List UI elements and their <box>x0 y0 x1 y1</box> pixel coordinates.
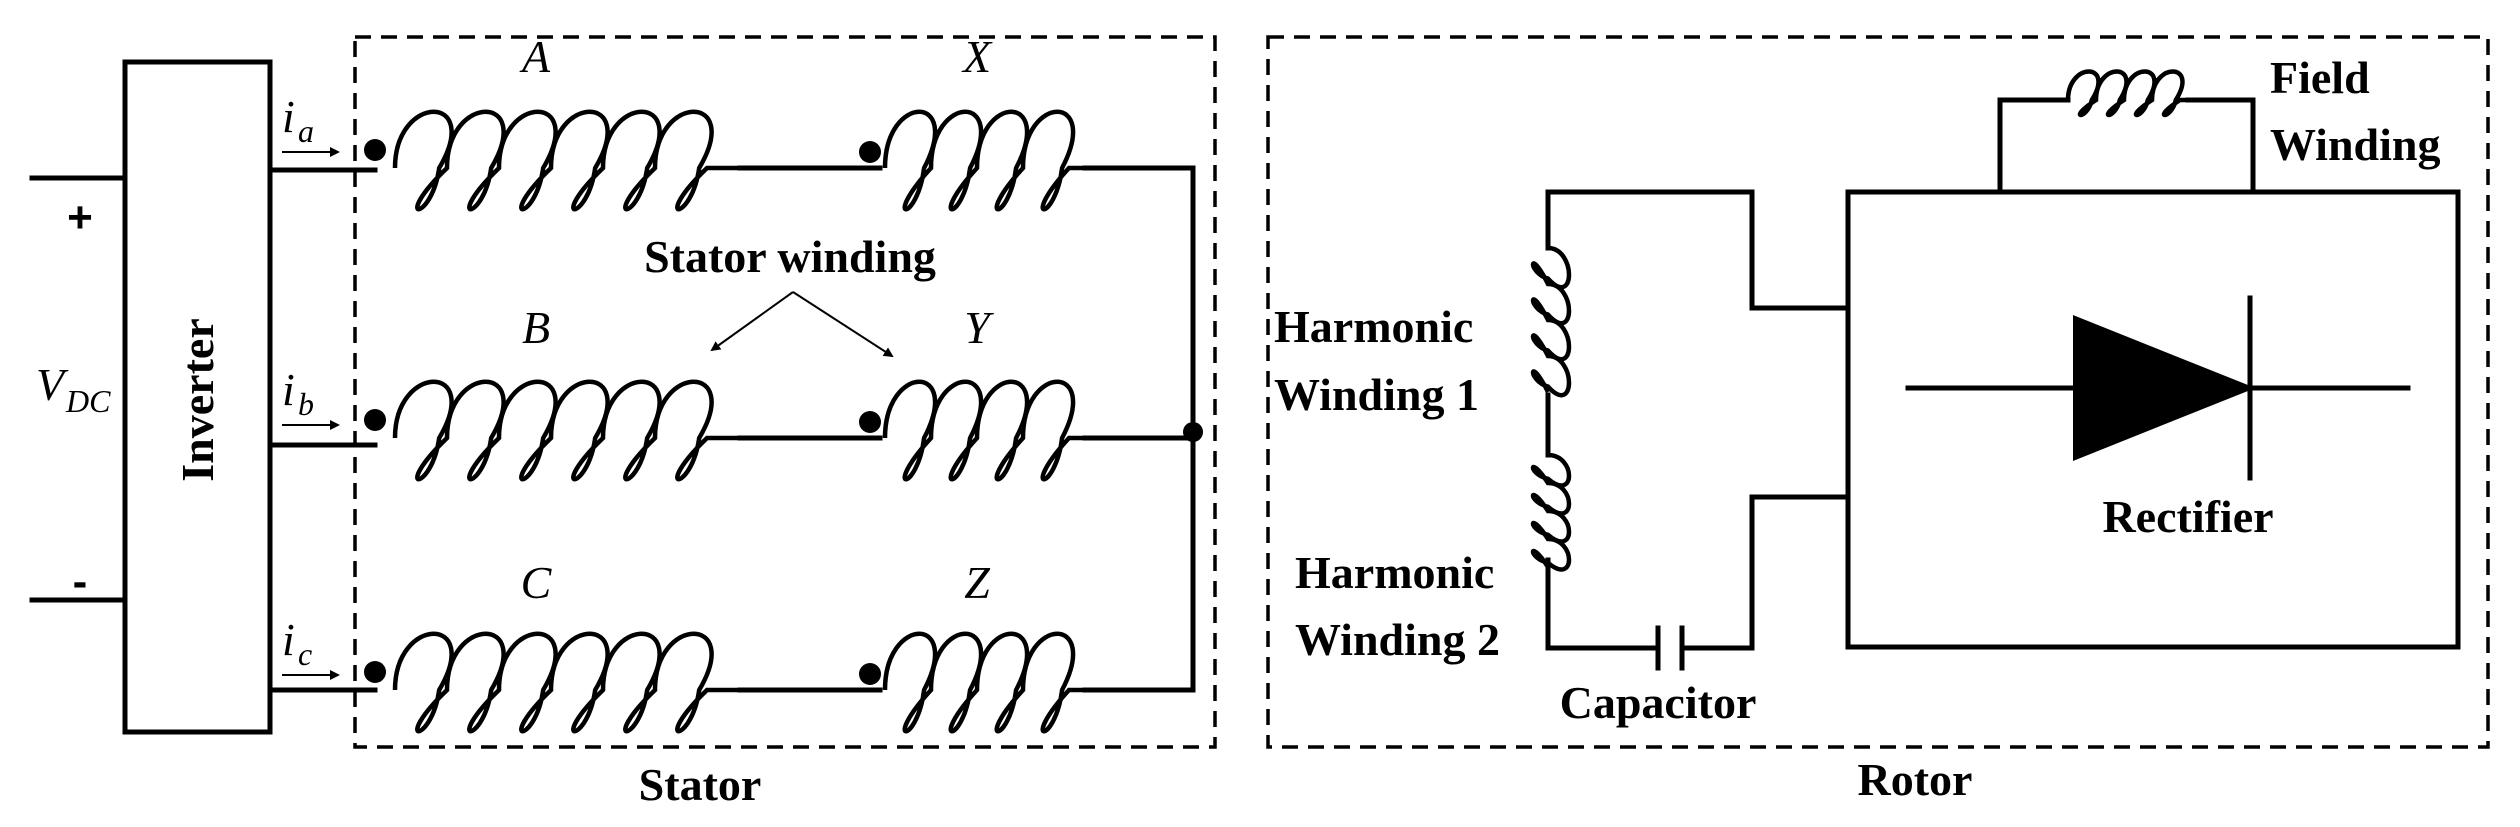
coil-label-y: Y <box>964 302 994 353</box>
current-ia-label: i a <box>282 91 314 149</box>
coil-a <box>392 109 740 212</box>
current-ib-label: i b <box>282 364 314 422</box>
neutral-point <box>1183 422 1203 442</box>
diode-triangle-icon <box>2073 315 2256 461</box>
capacitor-label: Capacitor <box>1560 677 1757 728</box>
coil-label-c: C <box>521 557 553 608</box>
polarity-dot-x <box>859 141 881 163</box>
rotor-top-wire <box>1545 189 1851 311</box>
inverter-label: Inverter <box>172 318 223 481</box>
coil-b <box>392 379 740 482</box>
inverter-box <box>122 59 273 735</box>
coil-z <box>882 631 1085 734</box>
svg-text:i: i <box>282 614 295 665</box>
field-winding-label-line2: Winding <box>2270 119 2440 170</box>
polarity-dot-c <box>364 661 386 683</box>
plus-sign: + <box>67 193 93 242</box>
field-winding-wire-right <box>2185 97 2256 195</box>
stator-winding-arrow-left <box>710 291 794 352</box>
rectifier-box <box>1845 189 2461 650</box>
rotor-title: Rotor <box>1858 754 1973 805</box>
coil-x <box>882 109 1085 212</box>
stator-winding-arrow-right <box>792 291 894 358</box>
harmonic-winding-2-label-line1: Harmonic <box>1295 547 1494 598</box>
harmonic-winding-2-label-line2: Winding 2 <box>1295 614 1500 665</box>
polarity-dot-a <box>364 139 386 161</box>
field-winding-coil <box>2065 69 2188 118</box>
svg-text:DC: DC <box>65 383 111 419</box>
polarity-dot-y <box>859 411 881 433</box>
rotor-bottom-wire-right <box>1679 494 1851 651</box>
current-ic-label: i c <box>282 614 312 672</box>
polarity-dot-b <box>364 409 386 431</box>
harmonic-winding-1-label-line1: Harmonic <box>1274 301 1473 352</box>
stator-winding-label: Stator winding <box>644 231 936 282</box>
harmonic-winding-1-coil <box>1530 245 1572 398</box>
minus-sign: - <box>73 557 88 606</box>
coil-y <box>882 379 1085 482</box>
rotor-bottom-wire-left <box>1545 557 1661 651</box>
coil-label-x: X <box>961 31 993 82</box>
harmonic-winding-1-label-line2: Winding 1 <box>1274 369 1479 420</box>
polarity-dot-z <box>859 663 881 685</box>
stator-title: Stator <box>639 759 762 810</box>
svg-text:i: i <box>282 91 295 142</box>
field-winding-label-line1: Field <box>2270 52 2370 103</box>
field-winding-wire <box>1997 97 2071 195</box>
svg-text:i: i <box>282 364 295 415</box>
coil-label-a: A <box>519 31 551 82</box>
coil-c <box>392 631 740 734</box>
rotor-boundary <box>1266 35 2490 749</box>
svg-text:V: V <box>36 359 69 410</box>
svg-text:c: c <box>298 636 312 672</box>
svg-text:b: b <box>298 386 314 422</box>
stator-boundary <box>353 35 1217 749</box>
dc-voltage-label: V DC <box>36 359 111 419</box>
svg-text:a: a <box>298 113 314 149</box>
coil-label-z: Z <box>964 557 990 608</box>
coil-label-b: B <box>522 302 550 353</box>
harmonic-winding-2-coil <box>1530 452 1572 575</box>
rectifier-label: Rectifier <box>2102 491 2273 542</box>
